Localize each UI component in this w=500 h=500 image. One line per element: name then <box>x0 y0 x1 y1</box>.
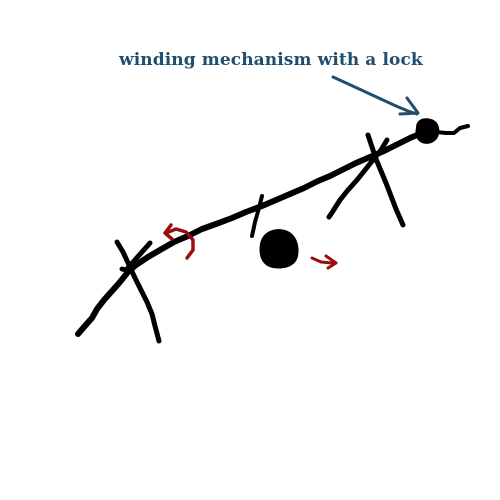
right-x-support-leg-b <box>326 137 390 220</box>
main-rope-line <box>75 127 435 337</box>
rope-tail <box>434 124 470 135</box>
hanging-weight <box>259 229 299 269</box>
winding-lock-knob <box>415 118 440 144</box>
left-x-support-leg-a <box>114 239 162 344</box>
left-x-support-leg-b <box>119 240 153 273</box>
rotation-arrow-left <box>164 227 195 260</box>
rotation-arrow-left-head <box>163 223 174 241</box>
winding-mechanism-label: winding mechanism with a lock <box>119 50 423 70</box>
direction-arrow-right <box>310 256 334 265</box>
right-x-support-leg-a <box>365 132 406 228</box>
direction-arrow-right-head <box>324 254 338 270</box>
annotation-arrow-head <box>398 96 420 116</box>
middle-cross-stroke <box>250 194 264 238</box>
annotation-arrow <box>331 75 419 116</box>
